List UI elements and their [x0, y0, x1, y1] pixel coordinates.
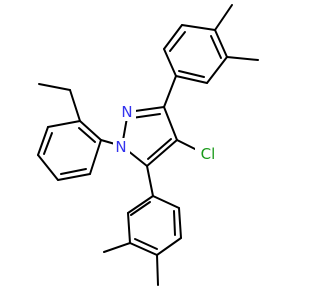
bond-ethyl-ch3: [38, 83, 71, 91]
bond-ring-a-6: [175, 75, 208, 84]
bond-ring-a-2-double: [169, 31, 186, 52]
bond-c4-c5-double: [147, 138, 172, 160]
bond-ring-b-4: [156, 237, 182, 256]
bond-ring-a-5: [206, 56, 228, 84]
bond-ring-c-5: [57, 173, 91, 181]
bond-ring-a-4-double: [210, 35, 222, 59]
bond-n2-c3-double: [131, 113, 161, 119]
atom-label-cl: Cl: [201, 145, 216, 163]
ethylphenyl: [37, 83, 123, 181]
bond-ring-c-1: [79, 120, 102, 141]
atom-cl: Cl: [195, 145, 219, 163]
bond-ring-c-3: [37, 126, 49, 156]
bond-methyl-a-meta: [226, 56, 259, 61]
bond-ring-a-6-double: [178, 70, 205, 78]
bond-ring-a-4: [214, 29, 228, 58]
bond-ring-b-6: [152, 195, 180, 209]
bond-ring-c-6: [89, 139, 102, 175]
bond-ring-a-1: [163, 48, 177, 77]
bond-c5-aryl: [146, 165, 154, 197]
bond-ring-c-4: [37, 154, 59, 181]
bond-ring-c-1-double: [78, 127, 96, 143]
atom-n2: N: [119, 103, 136, 121]
bond-methyl-b-meta: [103, 242, 131, 253]
bond-ring-b-3: [129, 242, 158, 256]
dimethylphenyl-lower: [103, 165, 182, 286]
bond-ring-b-3-double: [134, 238, 158, 250]
dimethylphenyl-upper: [163, 4, 259, 108]
bond-ring-b-1: [127, 195, 154, 214]
bond-ring-a-2: [163, 24, 183, 50]
bond-c3-c4: [163, 106, 178, 141]
bond-ring-a-3: [181, 24, 216, 31]
bond-ring-b-2: [127, 212, 131, 244]
bond-methyl-b-para: [156, 254, 159, 286]
atom-label-n2: N: [121, 103, 132, 121]
bond-ring-b-5: [178, 207, 182, 239]
bond-ethyl-ch2: [69, 89, 81, 122]
bond-ring-b-5-double: [173, 210, 176, 236]
bond-methyl-a-para: [214, 4, 233, 31]
bond-ring-b-1-double: [130, 201, 151, 216]
bond-ring-c-3-double: [43, 132, 53, 155]
bond-c3-aryl: [163, 75, 177, 108]
bond-c4-c5: [146, 139, 178, 167]
atom-label-n1: N: [115, 138, 126, 156]
bond-ring-c-5-double: [60, 168, 87, 175]
bond-ring-c-2: [47, 120, 81, 128]
molecule-structure-diagram: N N Cl: [37, 4, 259, 286]
atom-n1: N: [113, 138, 130, 156]
